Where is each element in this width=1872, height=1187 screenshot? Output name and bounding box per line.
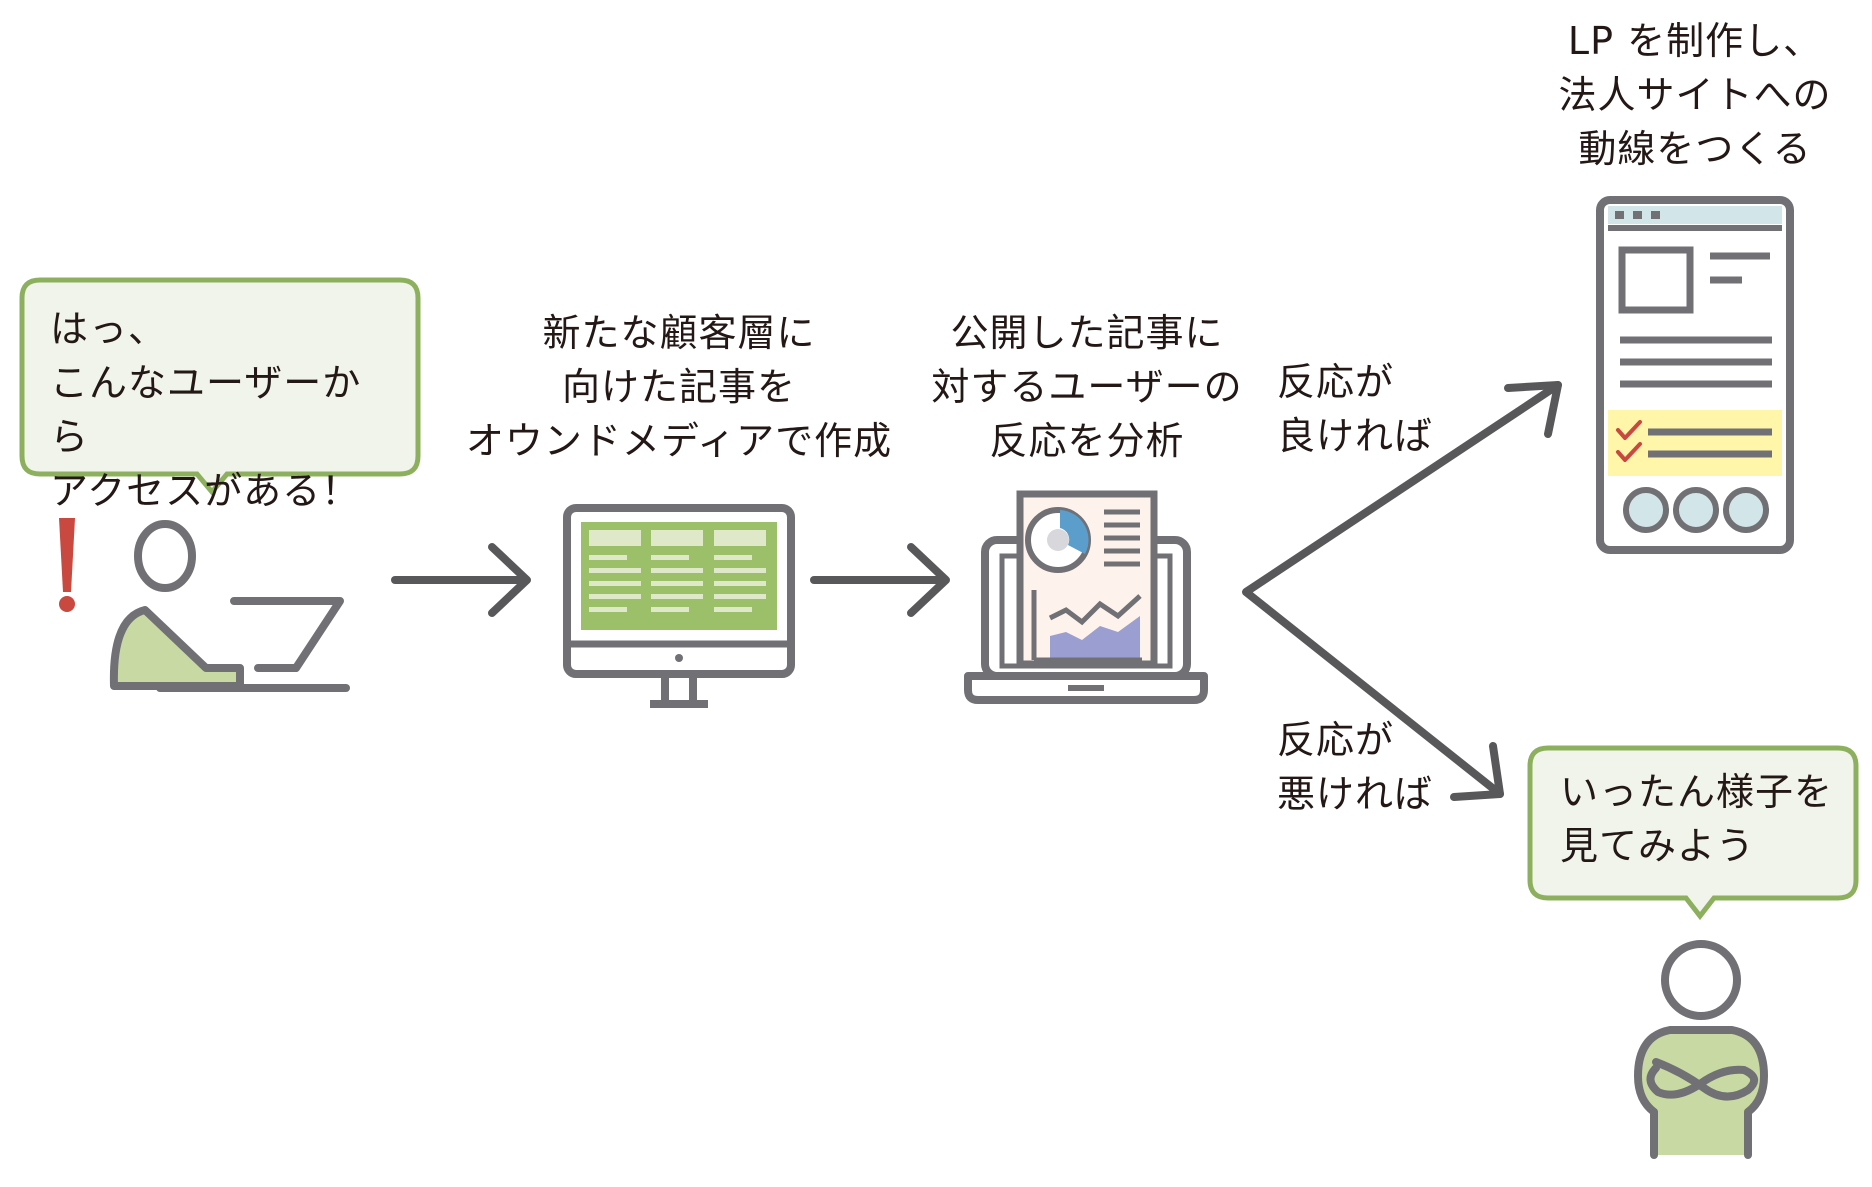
user-bubble-text: はっ、 こんなユーザーから アクセスがある！ [50,307,362,513]
smartphone-landing-page-icon [1596,196,1794,554]
speech-bubble-wait [1527,745,1859,921]
good-branch-label: 反応が 良ければ [1277,360,1434,458]
arrow-right-icon [810,543,950,617]
bad-branch-label: 反応が 悪ければ [1277,718,1434,816]
person-arms-crossed-icon [1634,940,1768,1159]
desktop-monitor-icon [563,504,795,708]
wait-bubble-text: いったん様子を 見てみよう [1560,770,1834,868]
branch-arrow-icon [1242,381,1562,801]
media-step-label: 新たな顧客層に 向けた記事を オウンドメディアで作成 [465,311,893,463]
user-at-laptop-icon [109,520,350,692]
arrow-right-icon [391,543,531,617]
exclamation-icon [59,518,75,612]
laptop-analytics-icon [964,490,1208,704]
lp-step-label: LP を制作し、 法人サイトへの 動線をつくる [1558,19,1832,171]
speech-bubble-user [19,277,421,496]
analysis-step-label: 公開した記事に 対するユーザーの 反応を分析 [931,311,1243,463]
